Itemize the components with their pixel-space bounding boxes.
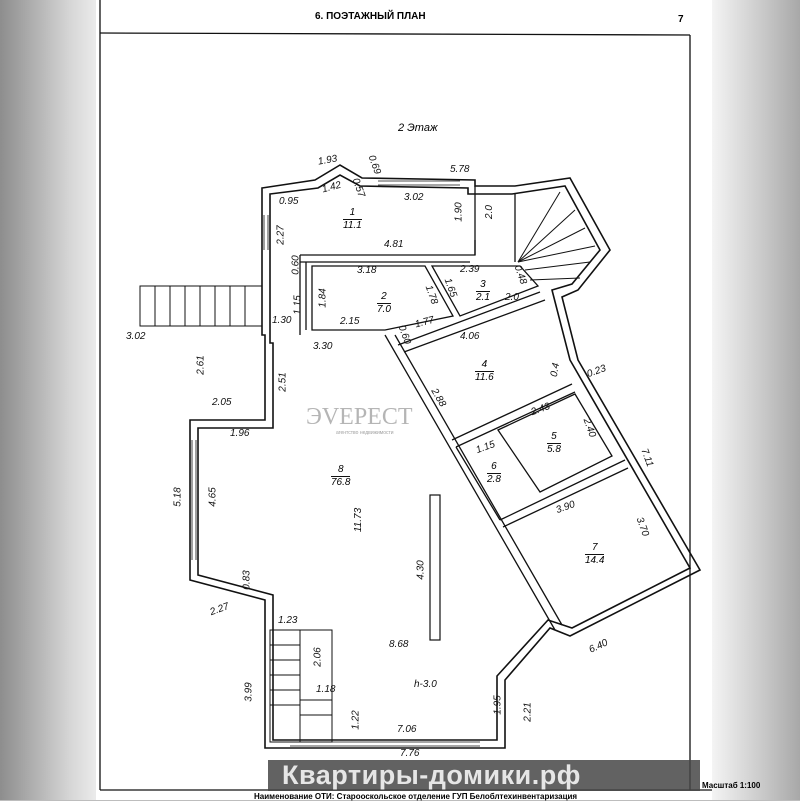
dimension: 1.30 [272, 315, 292, 326]
page-frame [99, 0, 712, 791]
dimension: 2.0 [505, 292, 519, 303]
room-number: 5 [547, 431, 561, 444]
room-area: 2.8 [487, 473, 501, 485]
dimension: 5.78 [450, 164, 470, 175]
dimension: 4.81 [384, 239, 404, 250]
background-right [712, 0, 800, 800]
dimension: 1.15 [292, 295, 304, 315]
room-number: 6 [487, 461, 501, 474]
interior-walls [299, 186, 629, 631]
dimension: 5.18 [172, 487, 184, 507]
room-number: 8 [331, 464, 351, 477]
dimension: 1.18 [316, 684, 336, 695]
room-area: 11.6 [475, 371, 494, 383]
dimension: 4.65 [207, 487, 219, 507]
room-area: 7.0 [377, 303, 391, 315]
dimension: 2.61 [195, 355, 207, 375]
dimension: 11.73 [353, 507, 365, 533]
page-title: 6. ПОЭТАЖНЫЙ ПЛАН [315, 11, 426, 22]
dimension: 0.95 [279, 196, 299, 207]
dimension: 7.06 [397, 724, 417, 735]
room-area: 11.1 [343, 219, 362, 231]
dimension: 4.06 [460, 331, 480, 342]
dimension: 2.51 [277, 372, 289, 392]
dimension: 1.22 [350, 710, 362, 730]
watermark-logo: ЭVЕРЕСТ [306, 404, 413, 430]
room-number: 2 [377, 291, 391, 304]
room-area: 2.1 [476, 291, 490, 303]
page-number: 7 [678, 14, 684, 25]
room-number: 1 [343, 207, 362, 220]
windows [191, 180, 480, 747]
watermark-logo-subtitle: агентство недвижимости [336, 430, 394, 436]
dimension: 1.84 [317, 288, 329, 308]
left-staircase [139, 285, 263, 327]
dimension: 1.90 [453, 202, 465, 222]
dimension: 2.27 [275, 225, 287, 245]
room-area: 14.4 [585, 554, 605, 566]
dimension: 7.76 [400, 748, 420, 759]
dimension: 2.05 [212, 397, 232, 408]
dimension: 1.23 [278, 615, 298, 626]
scale-label: Масштаб 1:100 [702, 781, 761, 790]
top-right-staircase [517, 191, 596, 281]
paper-sheet [96, 0, 714, 800]
watermark-banner: Квартиры-домики.рф [268, 760, 700, 791]
room-area: 76.8 [331, 476, 351, 488]
floor-label: 2 Этаж [398, 122, 438, 134]
dimension: 0.83 [241, 570, 253, 590]
dimension: 2.0 [483, 205, 495, 219]
dimension: 0.60 [290, 255, 302, 275]
oti-label: Наименование ОТИ: Старооскольское отделе… [254, 792, 578, 801]
room-number: 7 [585, 542, 605, 555]
dimension: 4.30 [415, 560, 427, 580]
dimension: 1.95 [492, 695, 504, 715]
dimension: 3.99 [243, 682, 255, 702]
room-number: 4 [475, 359, 494, 372]
dimension: 2.21 [522, 702, 534, 722]
dimension: 8.68 [389, 639, 409, 650]
column [429, 494, 441, 641]
dimension: 2.39 [460, 264, 480, 275]
dimension: 3.30 [313, 341, 333, 352]
dimension: 1.96 [230, 428, 250, 439]
outer-walls [189, 164, 702, 749]
dimension: 2.06 [312, 647, 324, 667]
background-left [0, 0, 100, 800]
dimension: 3.02 [126, 331, 146, 342]
dimension: 3.18 [357, 265, 377, 276]
dimension: 2.15 [340, 316, 360, 327]
room-area: 5.8 [547, 443, 561, 455]
room-number: 3 [476, 279, 490, 292]
dimension: h-3.0 [414, 679, 437, 690]
dimension: 3.02 [404, 192, 424, 203]
